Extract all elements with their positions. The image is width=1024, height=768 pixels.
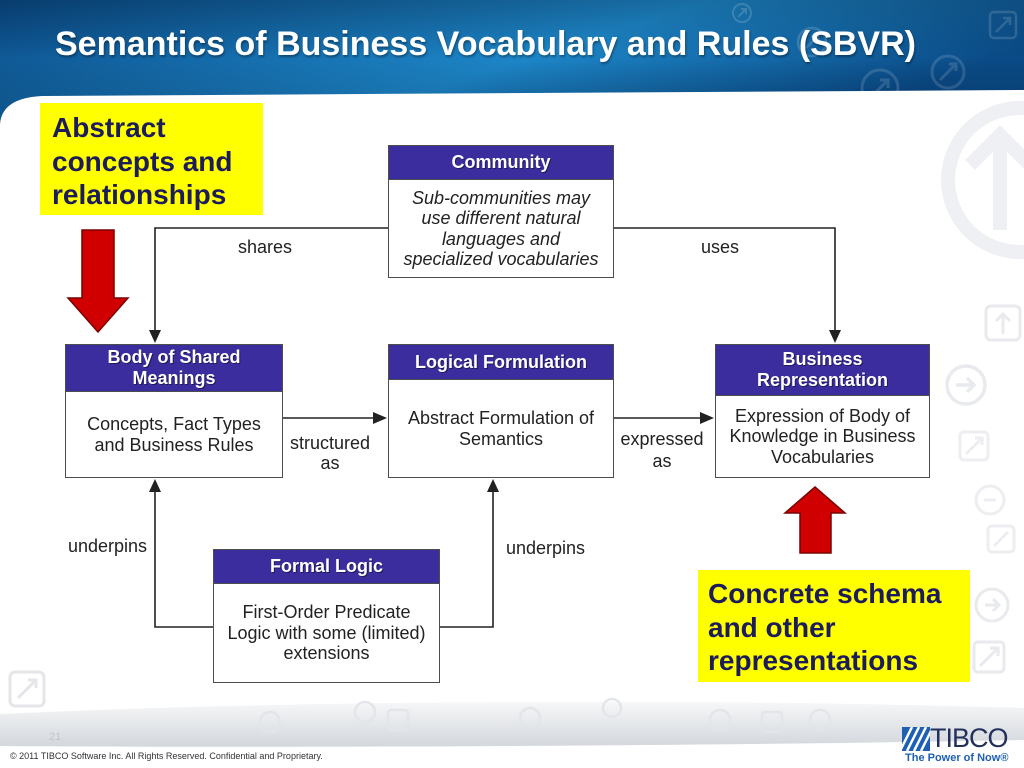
node-header: Business Representation (716, 345, 929, 396)
tibco-stripes-icon (902, 727, 930, 751)
red-up-arrow-icon (782, 486, 848, 554)
copyright-notice: © 2011 TIBCO Software Inc. All Rights Re… (10, 751, 323, 761)
arrow-square-icon (984, 304, 1022, 342)
node-header-label: Business Representation (756, 349, 889, 390)
node-body: Sub-communities may use different natura… (389, 180, 613, 277)
arrowhead (700, 412, 714, 424)
node-body-of-shared-meanings: Body of Shared Meanings Concepts, Fact T… (65, 344, 283, 478)
footer-band (0, 697, 1024, 747)
up-arrow-circle-icon (941, 101, 1024, 259)
node-formal-logic: Formal Logic First-Order Predicate Logic… (213, 549, 440, 683)
edge-label-underpins-left: underpins (68, 536, 148, 556)
node-body-text: Abstract Formulation of Semantics (407, 408, 595, 449)
concrete-callout: Concrete schema and other representation… (698, 570, 970, 682)
arrowhead (149, 479, 161, 492)
arrow-circle-icon (258, 697, 832, 734)
slide-number: 21 (49, 731, 62, 743)
node-header: Logical Formulation (389, 345, 613, 380)
node-header-label: Body of Shared Meanings (107, 347, 241, 388)
node-logical-formulation: Logical Formulation Abstract Formulation… (388, 344, 614, 478)
arrowhead (829, 330, 841, 343)
node-body: Expression of Body of Knowledge in Busin… (716, 396, 929, 477)
node-body-text: First-Order Predicate Logic with some (l… (227, 602, 426, 664)
edge-label-underpins-right: underpins (506, 538, 586, 558)
arrow-square-icon (386, 708, 784, 734)
edge-label-shares: shares (238, 237, 293, 257)
arrow-square-icon (8, 670, 46, 708)
node-header-label: Logical Formulation (414, 351, 587, 372)
node-header: Formal Logic (214, 550, 439, 584)
arrowhead (149, 330, 161, 343)
arrow-circle-icon (974, 484, 1006, 516)
node-header-label: Community (451, 152, 551, 172)
red-down-arrow-icon (66, 229, 130, 334)
header-band (0, 0, 1024, 140)
node-body-text: Concepts, Fact Types and Business Rules (87, 414, 261, 455)
arrowhead (373, 412, 387, 424)
node-body: Concepts, Fact Types and Business Rules (66, 392, 282, 477)
edge-shares (154, 227, 388, 330)
slide-title: Semantics of Business Vocabulary and Rul… (55, 25, 916, 63)
edge-label-expressed-as: expressed as (620, 429, 704, 471)
arrowhead (487, 479, 499, 492)
edge-label-uses: uses (701, 237, 740, 257)
abstract-callout: Abstract concepts and relationships (40, 103, 263, 215)
node-body-text: Expression of Body of Knowledge in Busin… (729, 405, 916, 467)
edge-uses (614, 227, 836, 330)
tibco-wordmark: TIBCO (930, 723, 1009, 753)
node-business-representation: Business Representation Expression of Bo… (715, 344, 930, 478)
edge-label-structured-as: structured as (289, 433, 371, 473)
arrow-circle-icon (974, 587, 1010, 623)
arrow-square-icon (988, 10, 1018, 40)
tibco-tagline: The Power of Now® (905, 752, 1009, 764)
node-body: First-Order Predicate Logic with some (l… (214, 584, 439, 682)
node-header-label: Formal Logic (269, 556, 383, 576)
arrow-circle-icon (930, 54, 966, 90)
edge-underpins-left (154, 492, 213, 628)
arrow-circle-icon (945, 364, 987, 406)
node-body: Abstract Formulation of Semantics (389, 380, 613, 477)
arrow-square-icon (958, 430, 990, 462)
edge-underpins-right (440, 492, 494, 628)
arrow-square-icon (972, 640, 1006, 674)
arrow-square-icon (986, 524, 1016, 554)
node-header: Community (389, 146, 613, 180)
arrow-circle-icon (732, 3, 752, 23)
node-community: Community Sub-communities may use differ… (388, 145, 614, 278)
node-header: Body of Shared Meanings (66, 345, 282, 392)
node-body-text: Sub-communities may use different natura… (403, 187, 599, 270)
arrow-circle-icon (796, 26, 828, 58)
